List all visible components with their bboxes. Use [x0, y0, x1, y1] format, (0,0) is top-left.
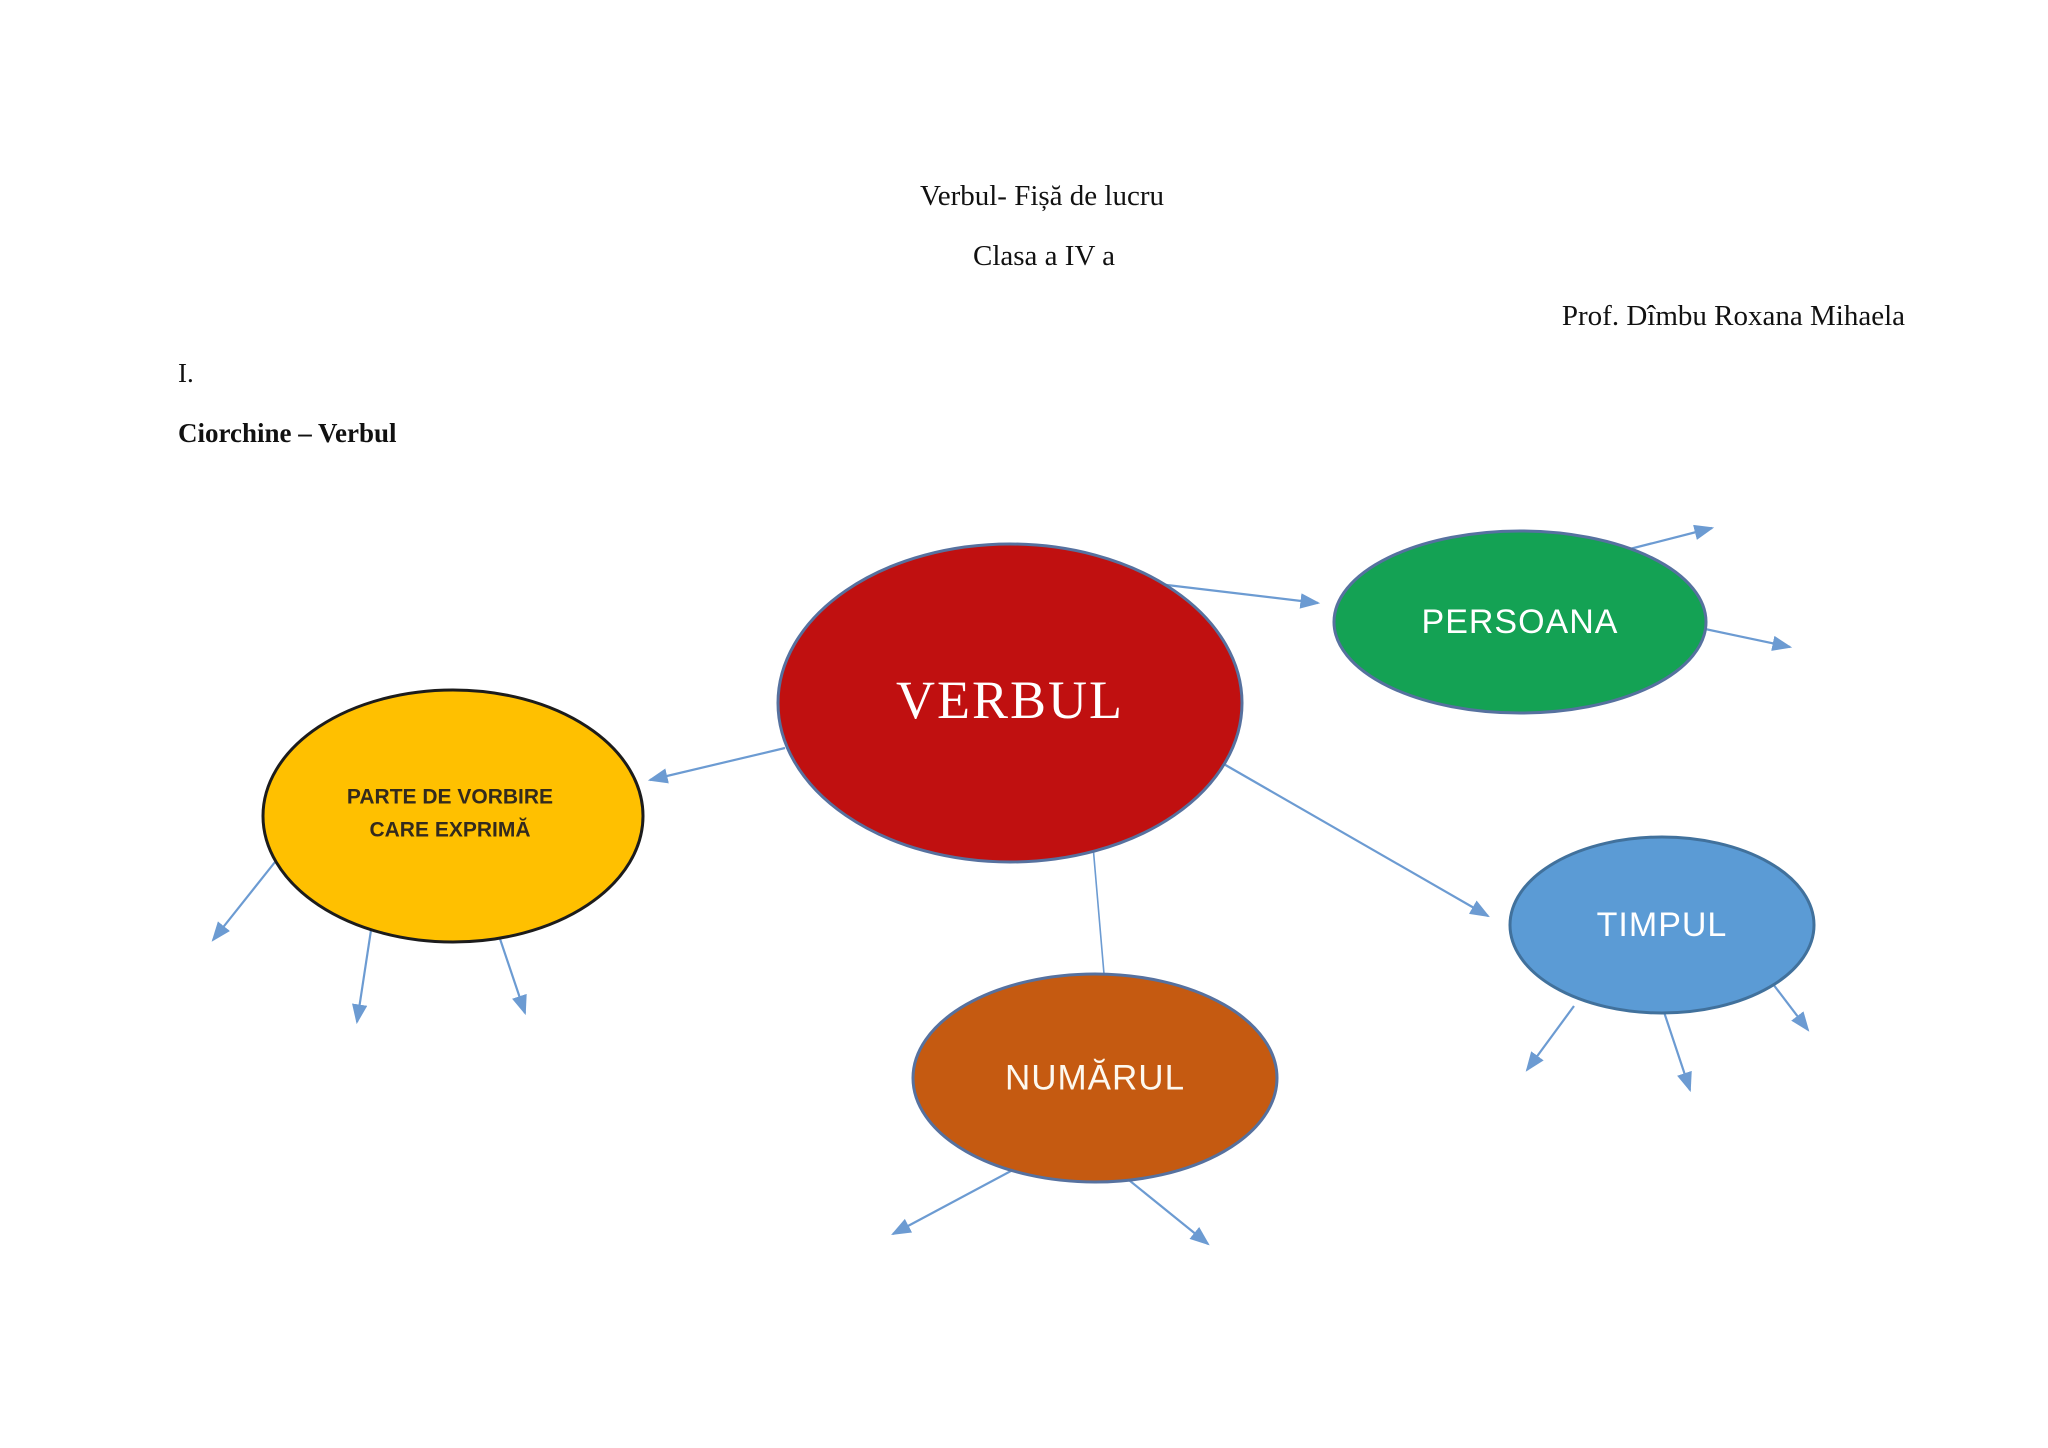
branch-arrow-persoana-1: [1617, 524, 1715, 554]
node-verbul-label: VERBUL: [896, 669, 1124, 730]
node-numarul-ellipse: [911, 972, 1279, 1184]
node-verbul-ellipse: [776, 542, 1244, 864]
connector-verbul-to-persoana: [1149, 581, 1321, 609]
branch-arrow-timpul-2: [1661, 1008, 1692, 1093]
section-title: Ciorchine – Verbul: [178, 418, 397, 448]
node-numarul-label: NUMĂRUL: [1004, 1058, 1186, 1098]
node-persoana-label: PERSOANA: [1421, 602, 1619, 641]
branch-arrow-timpul-1: [1525, 1005, 1575, 1072]
section-number: I.: [178, 358, 194, 388]
branch-arrow-parte-1: [211, 861, 276, 942]
node-persoana-ellipse: [1332, 529, 1708, 715]
node-parte-ellipse: [261, 688, 645, 944]
connector-verbul-to-numarul: [1091, 833, 1105, 975]
branch-arrow-parte-2: [352, 916, 375, 1025]
page-subtitle-class: Clasa a IV a: [973, 240, 1115, 272]
page-title: Verbul- Fișă de lucru: [919, 180, 1165, 212]
author-line: Prof. Dîmbu Roxana Mihaela: [1561, 300, 1905, 332]
node-parte-label: PARTE DE VORBIRE CARE EXPRIMĂ: [346, 785, 554, 841]
connector-verbul-to-timpul: [1221, 762, 1490, 918]
node-timpul-ellipse: [1508, 835, 1816, 1015]
connector-verbul-to-parte: [647, 746, 786, 784]
node-timpul-label: TIMPUL: [1596, 905, 1728, 944]
branch-arrow-numarul-1: [891, 1163, 1025, 1236]
